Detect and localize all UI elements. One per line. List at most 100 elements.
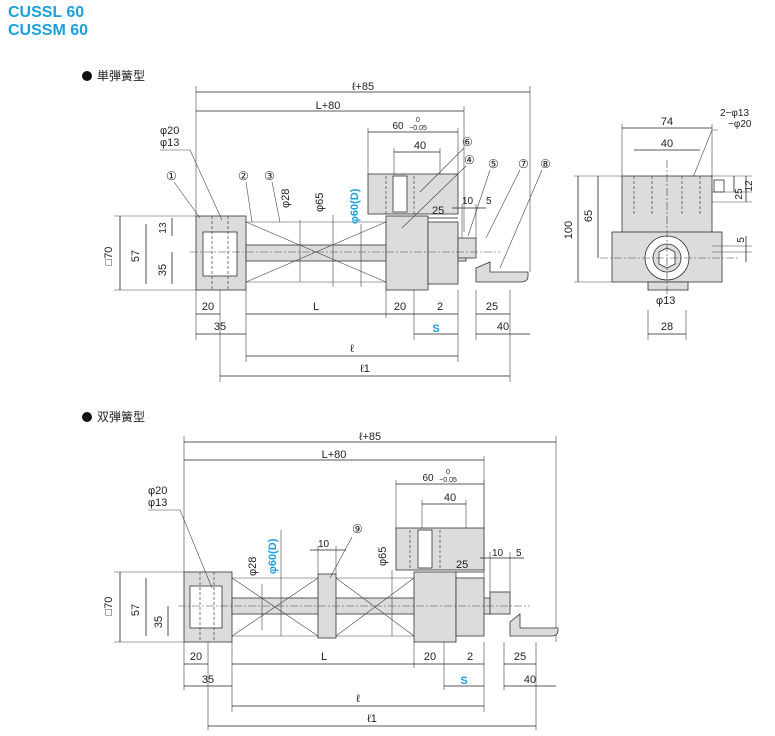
dim2-35: 35 — [153, 616, 165, 628]
dim-S: S — [432, 323, 439, 335]
dim-25: 25 — [432, 205, 444, 217]
label-phi28: φ28 — [280, 189, 292, 208]
dim-l1: ℓ1 — [360, 363, 370, 375]
bracket-block-2 — [395, 527, 485, 571]
foot-bracket — [475, 261, 529, 283]
callout-3: ③ — [264, 169, 275, 183]
dim-20b: 20 — [394, 301, 406, 313]
callout-8: ⑧ — [540, 157, 551, 171]
label-phi13: φ13 — [160, 137, 179, 149]
label2-phi60D: φ60(D) — [267, 538, 279, 574]
dim-40b: 40 — [497, 321, 509, 333]
label-phi65: φ65 — [314, 193, 326, 212]
title-cussl: CUSSL 60 — [8, 4, 85, 21]
end-foot — [647, 281, 689, 291]
dim-60: 60 — [392, 121, 404, 132]
dim2-l-plus-85: ℓ+85 — [359, 431, 381, 443]
dim2-40b: 40 — [524, 674, 536, 686]
bolt-slot — [392, 175, 408, 213]
plate-bore — [202, 231, 238, 277]
dim-L-plus-80: L+80 — [316, 100, 341, 112]
label-phi13-end: φ13 — [656, 295, 675, 307]
dim-25c: 25 — [734, 188, 745, 200]
dim-40: 40 — [414, 140, 426, 152]
end-nut — [457, 237, 477, 259]
dim-12: 12 — [744, 180, 755, 192]
double-side-view: ℓ+85 L+80 60 0 −0.05 40 — [103, 431, 559, 730]
dim2-S: S — [460, 675, 467, 687]
label2-phi28: φ28 — [247, 557, 259, 576]
dim-5: 5 — [486, 196, 492, 207]
callout-7: ⑦ — [518, 157, 529, 171]
end-view: 74 40 2−φ13 −φ20 100 65 12 25 — [563, 108, 755, 340]
dim-10: 10 — [462, 196, 474, 207]
dim-l-plus-85: ℓ+85 — [352, 81, 374, 93]
dim2-tol-down: −0.05 — [439, 477, 457, 484]
foot-bracket-2 — [509, 613, 559, 637]
callout-1: ① — [166, 169, 177, 183]
callout-4: ④ — [464, 153, 475, 167]
dim-100: 100 — [563, 221, 575, 239]
section-double-spring: 双弾簧型 — [82, 408, 145, 425]
guide-block-2 — [455, 577, 485, 637]
bracket-block — [367, 173, 459, 215]
section-double-label: 双弾簧型 — [97, 410, 146, 424]
callout-9: ⑨ — [352, 522, 363, 536]
dim-tol-up: 0 — [416, 117, 420, 124]
dim2-40: 40 — [444, 492, 456, 504]
dim2-60: 60 — [422, 473, 434, 484]
stopper-block-2 — [413, 571, 457, 643]
dim2-tol-up: 0 — [446, 469, 450, 476]
dim2-10-mid: 10 — [318, 539, 330, 550]
stopper-block — [385, 215, 429, 291]
callout-2: ② — [238, 169, 249, 183]
dim-65: 65 — [583, 210, 595, 222]
dim2-L: L — [321, 651, 327, 663]
dim-25b: 25 — [486, 301, 498, 313]
dim-57: 57 — [130, 250, 142, 262]
dim-tol-down: −0.05 — [409, 125, 427, 132]
dim2-5: 5 — [516, 548, 522, 559]
bullet-icon — [82, 71, 92, 81]
dim-40c: 40 — [661, 138, 673, 150]
label2-phi13: φ13 — [148, 497, 167, 509]
dim-35: 35 — [157, 264, 169, 276]
dim-35b: 35 — [214, 321, 226, 333]
dim2-L-plus-80: L+80 — [322, 449, 347, 461]
dim-13: 13 — [158, 222, 169, 234]
dim-28: 28 — [661, 321, 673, 333]
dim-l: ℓ — [350, 343, 354, 355]
single-side-view: ℓ+85 L+80 60 0 −0.05 40 — [103, 81, 551, 382]
dim2-2: 2 — [467, 651, 473, 663]
dim-2: 2 — [437, 301, 443, 313]
dim2-20b: 20 — [424, 651, 436, 663]
label-holes: 2−φ13 — [720, 108, 749, 119]
label-phi20: φ20 — [160, 125, 179, 137]
dim-5b: 5 — [736, 237, 747, 243]
dim2-20a: 20 — [190, 651, 202, 663]
end-nut-2 — [489, 591, 511, 615]
section-single-label: 単弾簧型 — [97, 69, 146, 83]
label2-phi65: φ65 — [377, 547, 389, 566]
dim2-35b: 35 — [202, 674, 214, 686]
dim2-l: ℓ — [356, 693, 360, 705]
dim2-l1: ℓ1 — [367, 713, 377, 725]
dim2-57: 57 — [130, 604, 142, 616]
guide-block — [427, 221, 459, 285]
callout-5: ⑤ — [488, 157, 499, 171]
dim-L: L — [313, 301, 319, 313]
dim-sq70: □70 — [103, 247, 115, 266]
label2-phi20: φ20 — [148, 485, 167, 497]
title-cussm: CUSSM 60 — [8, 22, 89, 39]
label-phi60D: φ60(D) — [349, 188, 361, 224]
dim-20a: 20 — [202, 301, 214, 313]
label-holes2: −φ20 — [728, 119, 752, 130]
callout-6: ⑥ — [462, 135, 473, 149]
dim2-25: 25 — [456, 559, 468, 571]
bullet-icon — [82, 412, 92, 422]
dim-74: 74 — [661, 116, 673, 128]
dim2-25b: 25 — [514, 651, 526, 663]
section-single-spring: 単弾簧型 — [82, 67, 145, 84]
dim2-10: 10 — [492, 548, 504, 559]
